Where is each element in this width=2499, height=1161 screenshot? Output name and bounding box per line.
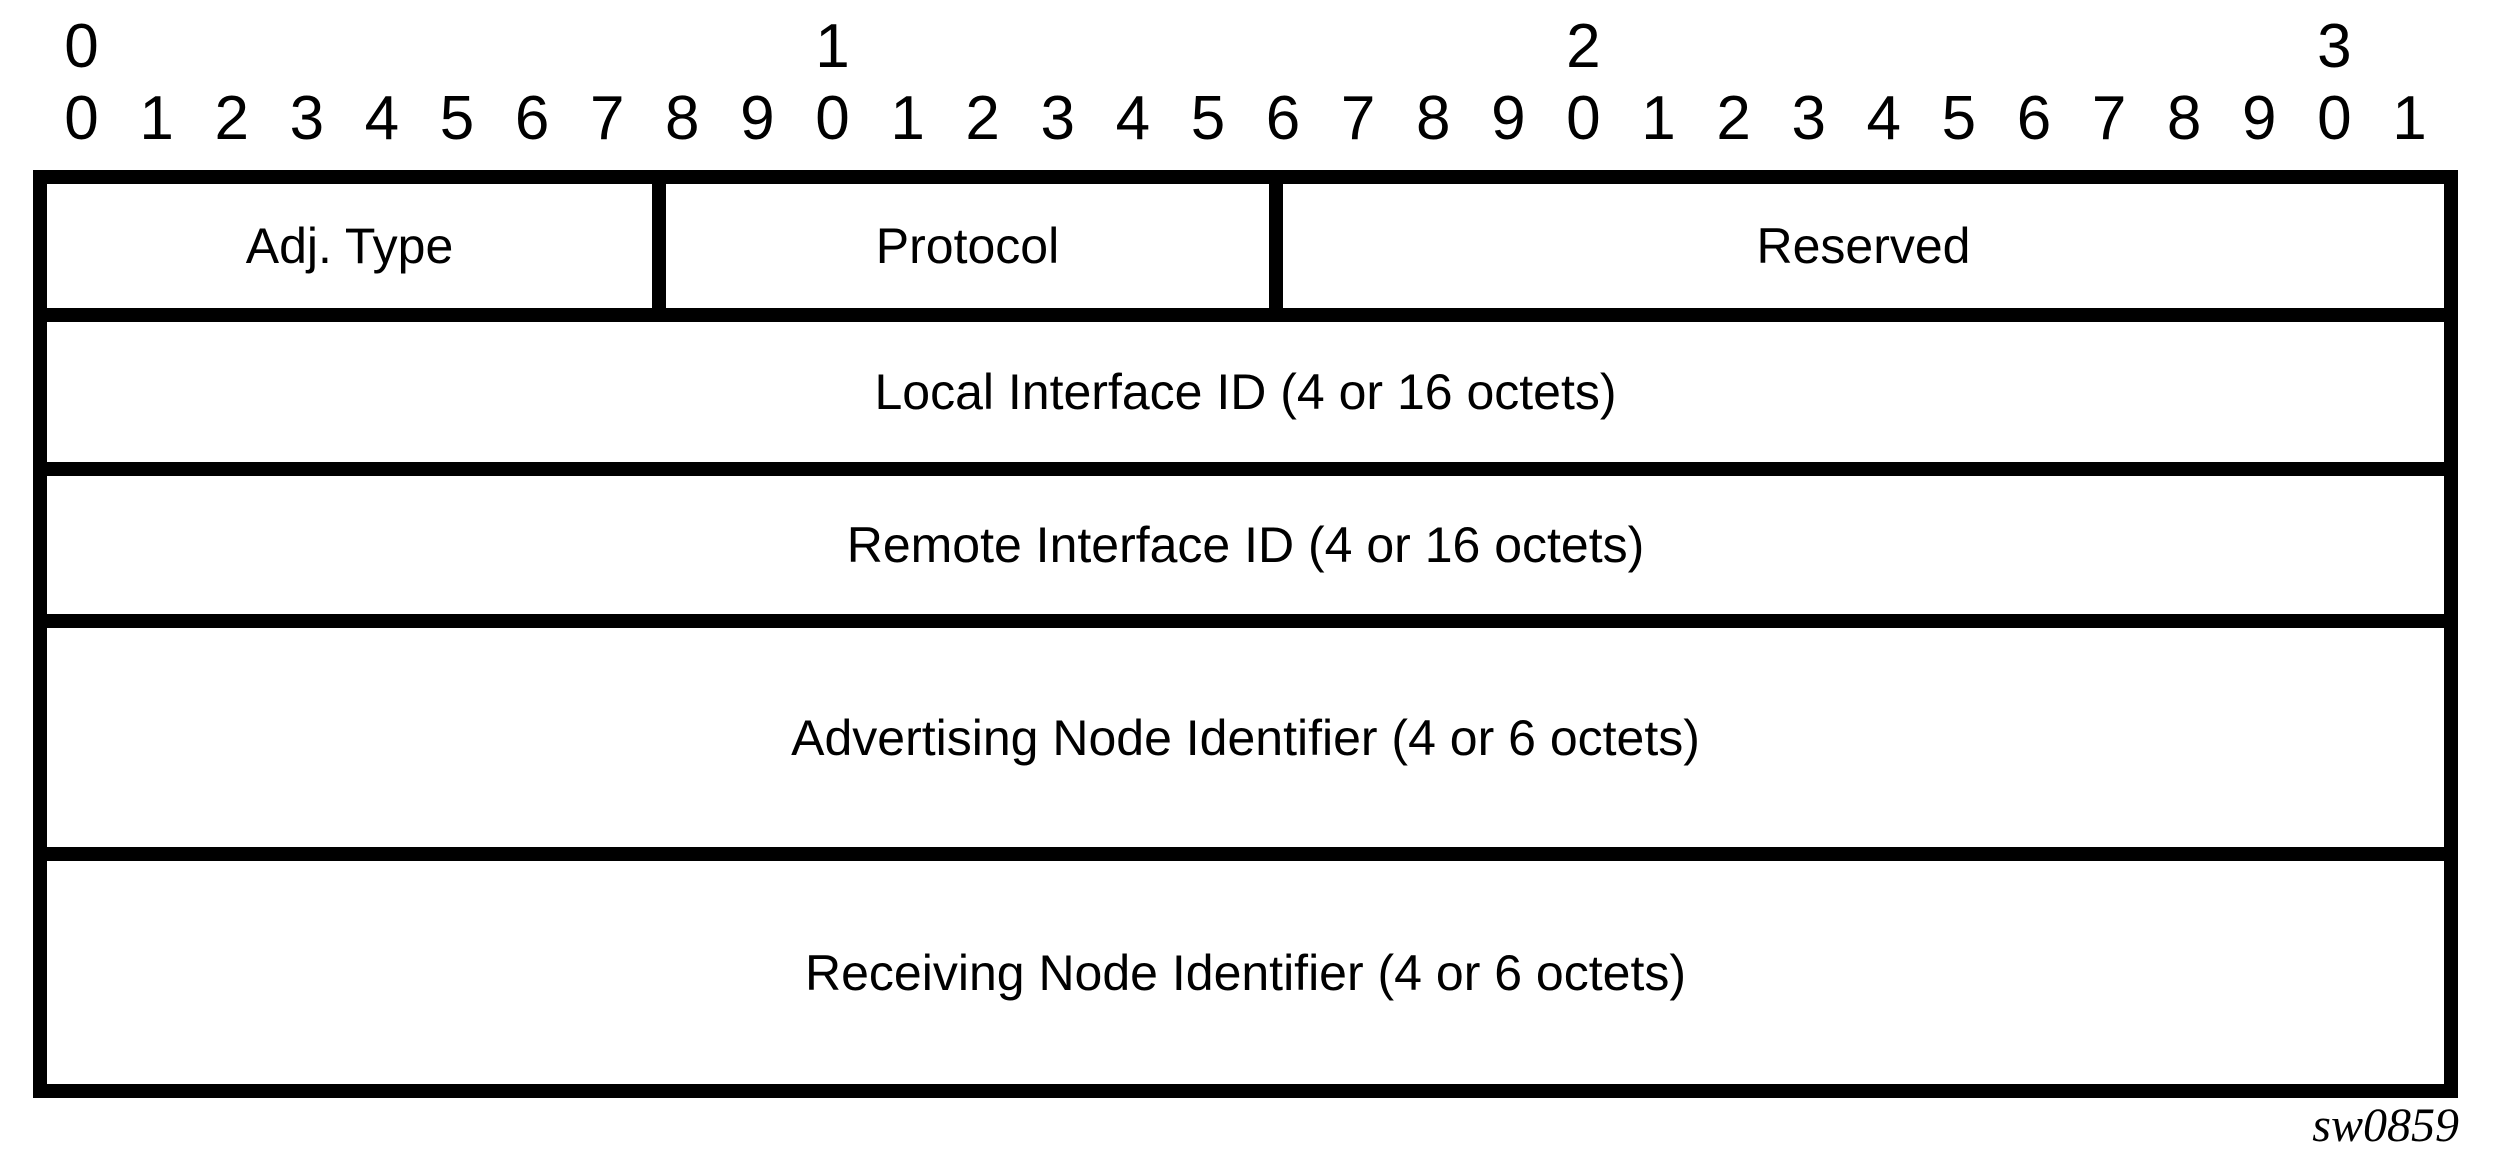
bit-digit-29: 9 bbox=[2242, 84, 2277, 153]
row-header-fields: Adj. Type Protocol Reserved bbox=[47, 184, 2444, 308]
bit-digit-10: 0 bbox=[815, 84, 850, 153]
bit-digit-20: 0 bbox=[1566, 84, 1601, 153]
bit-digit-13: 3 bbox=[1040, 84, 1075, 153]
bit-digit-22: 2 bbox=[1716, 84, 1751, 153]
bit-digit-15: 5 bbox=[1190, 84, 1226, 153]
bit-digit-19: 9 bbox=[1491, 84, 1526, 153]
bit-digit-8: 8 bbox=[665, 84, 700, 153]
bit-digit-6: 6 bbox=[514, 84, 550, 153]
bit-digit-31: 1 bbox=[2392, 84, 2427, 153]
bit-digit-12: 2 bbox=[965, 84, 1000, 153]
field-adj-type-label: Adj. Type bbox=[245, 218, 454, 274]
bit-digit-4: 4 bbox=[364, 84, 400, 153]
field-local-interface-id: Local Interface ID (4 or 16 octets) bbox=[47, 308, 2444, 462]
field-protocol-label: Protocol bbox=[875, 218, 1060, 274]
bit-digit-28: 8 bbox=[2166, 84, 2202, 153]
field-advertising-node-identifier-label: Advertising Node Identifier (4 or 6 octe… bbox=[791, 709, 1700, 766]
bit-digit-3: 3 bbox=[289, 84, 325, 153]
bit-digit-14: 4 bbox=[1115, 84, 1151, 153]
bit-digit-0: 0 bbox=[64, 84, 99, 153]
bit-ruler-digits-row: 0 1 2 3 4 5 6 7 8 9 0 1 2 3 4 5 6 7 8 9 … bbox=[44, 86, 2447, 152]
bit-digit-27: 7 bbox=[2091, 84, 2127, 153]
field-remote-interface-id: Remote Interface ID (4 or 16 octets) bbox=[47, 462, 2444, 614]
field-reserved-label: Reserved bbox=[1756, 218, 1971, 274]
bit-digit-24: 4 bbox=[1866, 84, 1902, 153]
bit-digit-21: 1 bbox=[1641, 84, 1676, 153]
bit-digit-7: 7 bbox=[589, 84, 625, 153]
tens-label-10: 1 bbox=[815, 12, 850, 81]
field-remote-interface-id-label: Remote Interface ID (4 or 16 octets) bbox=[846, 517, 1645, 573]
tens-label-30: 3 bbox=[2317, 12, 2352, 81]
tens-label-20: 2 bbox=[1566, 12, 1601, 81]
field-receiving-node-identifier: Receiving Node Identifier (4 or 6 octets… bbox=[47, 847, 2444, 1084]
field-reserved: Reserved bbox=[1269, 184, 2444, 308]
field-protocol: Protocol bbox=[652, 184, 1269, 308]
bit-digit-5: 5 bbox=[439, 84, 475, 153]
bit-digit-23: 3 bbox=[1791, 84, 1826, 153]
bit-ruler-tens-row: 0 1 2 3 bbox=[44, 14, 2447, 80]
figure-id: sw0859 bbox=[2312, 1099, 2459, 1152]
bit-digit-9: 9 bbox=[740, 84, 775, 153]
field-adj-type: Adj. Type bbox=[47, 184, 652, 308]
field-local-interface-id-label: Local Interface ID (4 or 16 octets) bbox=[874, 364, 1617, 420]
bit-digit-18: 8 bbox=[1415, 84, 1451, 153]
pdu-box: Adj. Type Protocol Reserved Local Interf… bbox=[33, 170, 2458, 1098]
bit-digit-1: 1 bbox=[139, 84, 174, 153]
bit-digit-30: 0 bbox=[2317, 84, 2352, 153]
bit-digit-16: 6 bbox=[1265, 84, 1301, 153]
tens-label-0: 0 bbox=[64, 12, 99, 81]
field-advertising-node-identifier: Advertising Node Identifier (4 or 6 octe… bbox=[47, 614, 2444, 847]
bit-digit-2: 2 bbox=[214, 84, 249, 153]
bit-digit-25: 5 bbox=[1941, 84, 1977, 153]
field-receiving-node-identifier-label: Receiving Node Identifier (4 or 6 octets… bbox=[805, 944, 1686, 1001]
bit-digit-17: 7 bbox=[1340, 84, 1376, 153]
bit-digit-11: 1 bbox=[890, 84, 925, 153]
bit-digit-26: 6 bbox=[2016, 84, 2052, 153]
